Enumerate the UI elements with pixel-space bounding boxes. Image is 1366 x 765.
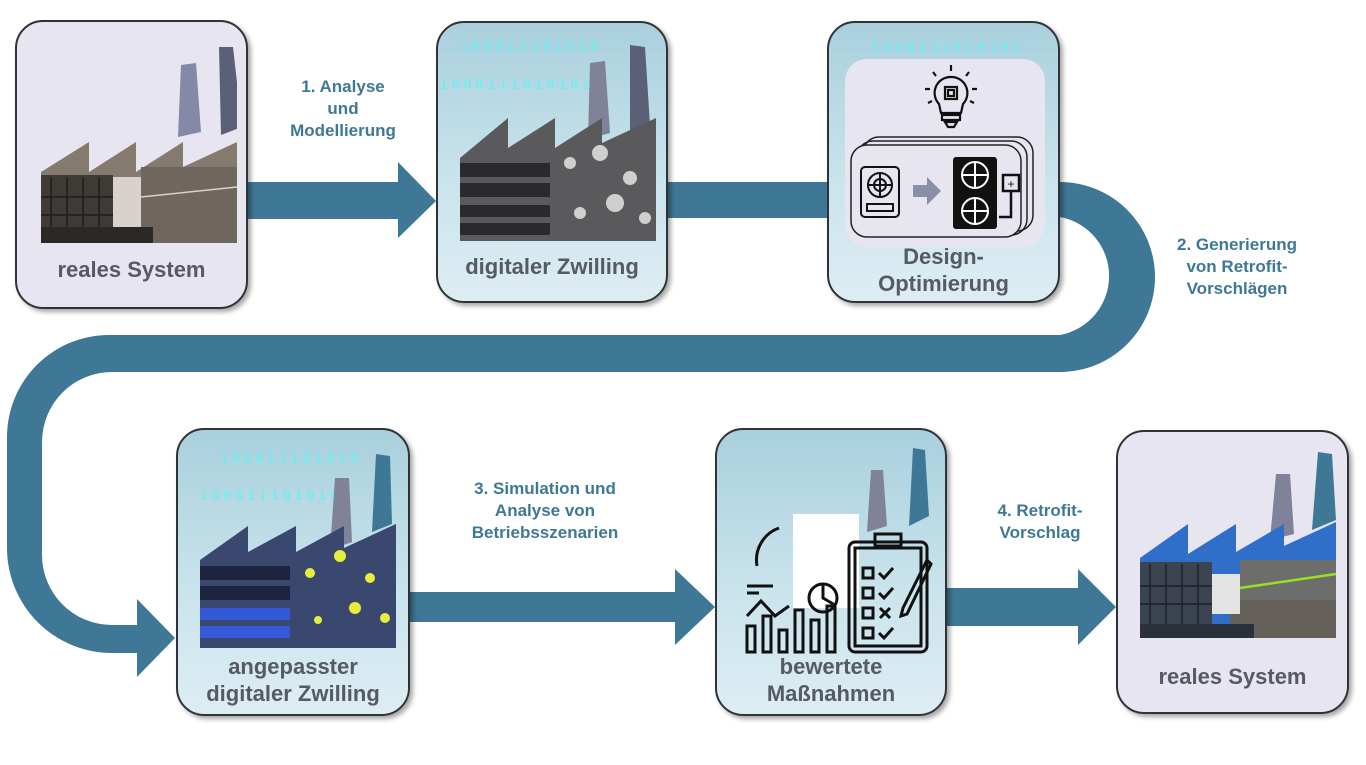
node-real-system-1-label: reales System: [57, 257, 206, 282]
step-4-text: 4. Retrofit- Vorschlag: [997, 501, 1083, 542]
node-design-optimization: 1000111010101 +: [827, 21, 1060, 303]
binary-code-line: 1000111010101: [871, 41, 1025, 56]
node-evaluated-measures-label: bewertete Maßnahmen: [766, 654, 896, 706]
fan-upgrade-icon: +: [850, 136, 1034, 238]
binary-code-line-1: 100011101010: [460, 40, 602, 55]
binary-code-line-1: 100011101010: [220, 452, 362, 467]
step-label-1: 1. Analyse und Modellierung: [268, 76, 418, 142]
arrow-step-2-loop: [7, 182, 1155, 677]
step-3-text: 3. Simulation und Analyse von Betriebssz…: [471, 479, 619, 542]
node-real-system-2-label: reales System: [1158, 664, 1307, 689]
factory-server-rack-blue-icon: [200, 454, 396, 648]
step-2-text: 2. Generierung von Retrofit- Vorschlägen: [1177, 235, 1297, 298]
node-adapted-digital-twin-label: angepasster digitaler Zwilling: [206, 654, 380, 706]
binary-code-line-2: 1000111010101: [200, 489, 354, 504]
lightbulb-chip-icon: [925, 65, 977, 129]
analytics-checklist-icon: [745, 448, 933, 654]
svg-text:+: +: [1007, 177, 1014, 191]
node-digital-twin: 100011101010 1000111010101 digitaler Zwi…: [436, 21, 668, 303]
node-digital-twin-label: digitaler Zwilling: [465, 254, 639, 279]
connector-twin-to-design: [666, 182, 828, 218]
step-label-2: 2. Generierung von Retrofit- Vorschlägen: [1152, 234, 1322, 300]
binary-code-line-2: 1000111010101: [440, 78, 594, 93]
node-design-optimization-label: Design- Optimierung: [878, 244, 1009, 296]
step-label-4: 4. Retrofit- Vorschlag: [970, 500, 1110, 544]
node-adapted-digital-twin: 100011101010 1000111010101 angepasster d…: [176, 428, 410, 716]
step-label-3: 3. Simulation und Analyse von Betriebssz…: [440, 478, 650, 544]
factory-photo-sepia-icon: [41, 47, 237, 243]
arrow-step-1: [248, 162, 436, 238]
arrow-step-4: [947, 569, 1116, 645]
step-1-text: 1. Analyse und Modellierung: [290, 77, 396, 140]
node-real-system-2: reales System: [1116, 430, 1349, 714]
node-evaluated-measures: bewertete Maßnahmen: [715, 428, 947, 716]
arrow-step-3: [410, 569, 715, 645]
factory-server-rack-gray-icon: [460, 45, 656, 241]
factory-photo-color-icon: [1140, 452, 1336, 638]
node-real-system-1: reales System: [15, 20, 248, 309]
